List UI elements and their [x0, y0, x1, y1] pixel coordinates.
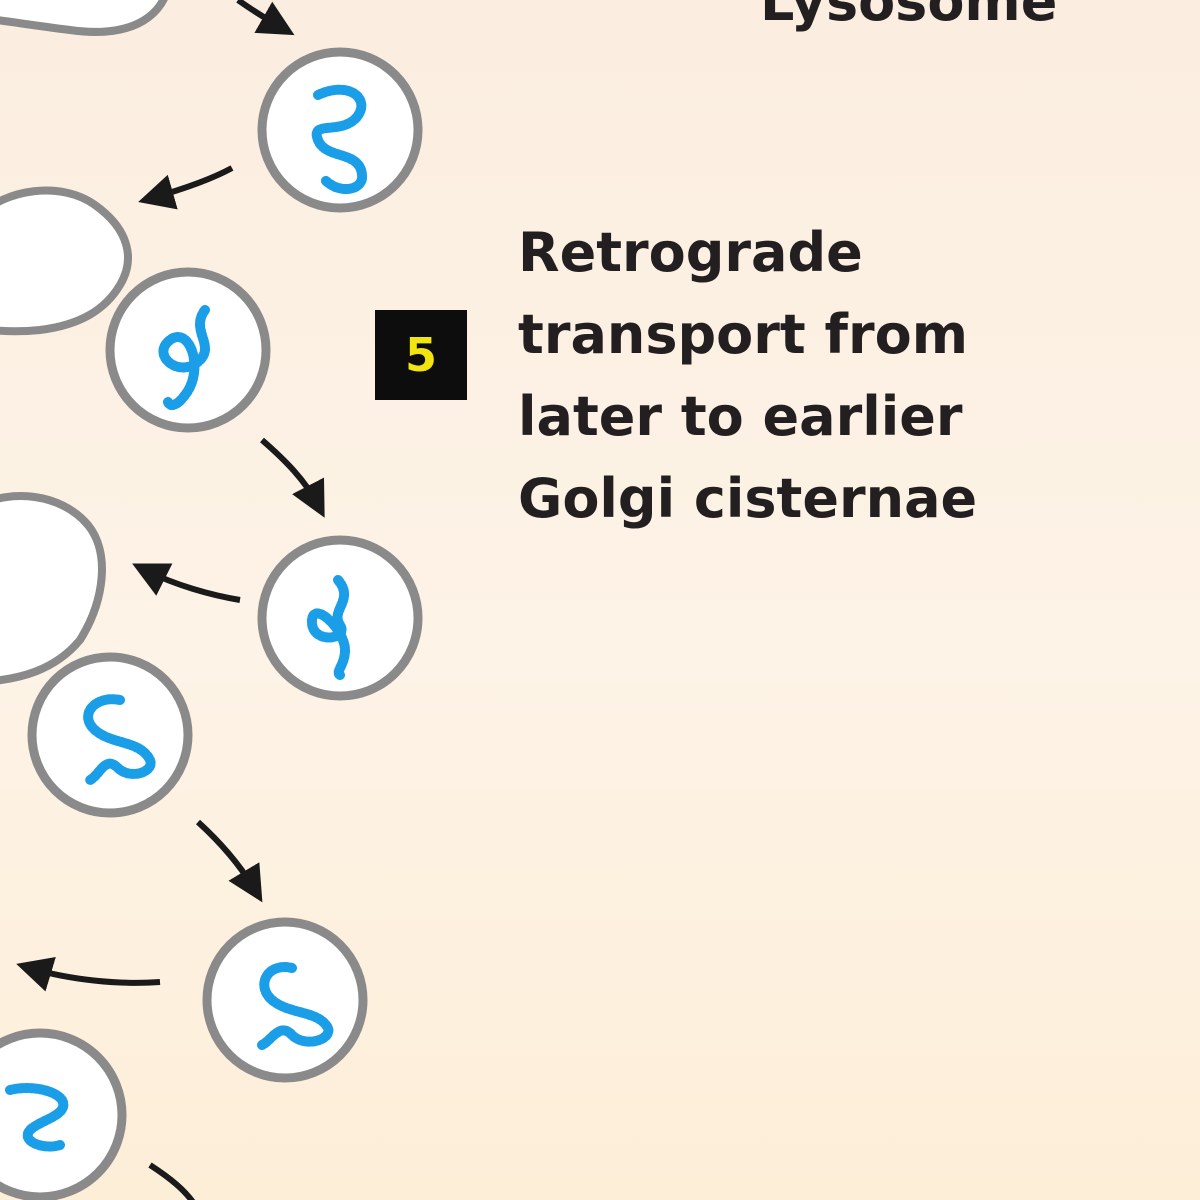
vesicle-2 — [105, 267, 271, 433]
arrow-6 — [16, 956, 161, 992]
vesicle-6 — [0, 1028, 127, 1200]
vesicle-1 — [257, 47, 423, 213]
cisterna-1 — [0, 186, 132, 336]
cargo-protein-5 — [257, 962, 334, 1050]
lysosome-label: Lysosome — [760, 0, 1058, 33]
cargo-protein-2 — [158, 305, 210, 411]
cargo-protein-1 — [311, 84, 367, 194]
arrow-4 — [132, 563, 241, 603]
step-line-2: transport from — [518, 303, 968, 366]
cisterna-top — [0, 0, 168, 36]
arrow-5 — [195, 819, 263, 903]
step-number-badge: 5 — [375, 310, 467, 400]
arrow-1 — [236, 0, 295, 36]
arrow-3 — [260, 437, 325, 518]
step-line-1: Retrograde — [518, 221, 863, 284]
cargo-protein-3 — [307, 575, 351, 680]
cargo-protein-6 — [5, 1083, 69, 1152]
vesicle-4 — [27, 652, 193, 818]
cisterna-2 — [0, 492, 106, 685]
step-description: Retrograde transport from later to earli… — [518, 212, 977, 540]
arrow-2 — [138, 165, 234, 210]
step-line-3: later to earlier — [518, 385, 963, 448]
vesicle-5 — [202, 917, 368, 1083]
arrow-7 — [148, 1162, 196, 1200]
step-line-4: Golgi cisternae — [518, 467, 978, 530]
cargo-protein-4 — [83, 694, 156, 785]
vesicle-3 — [257, 535, 423, 701]
